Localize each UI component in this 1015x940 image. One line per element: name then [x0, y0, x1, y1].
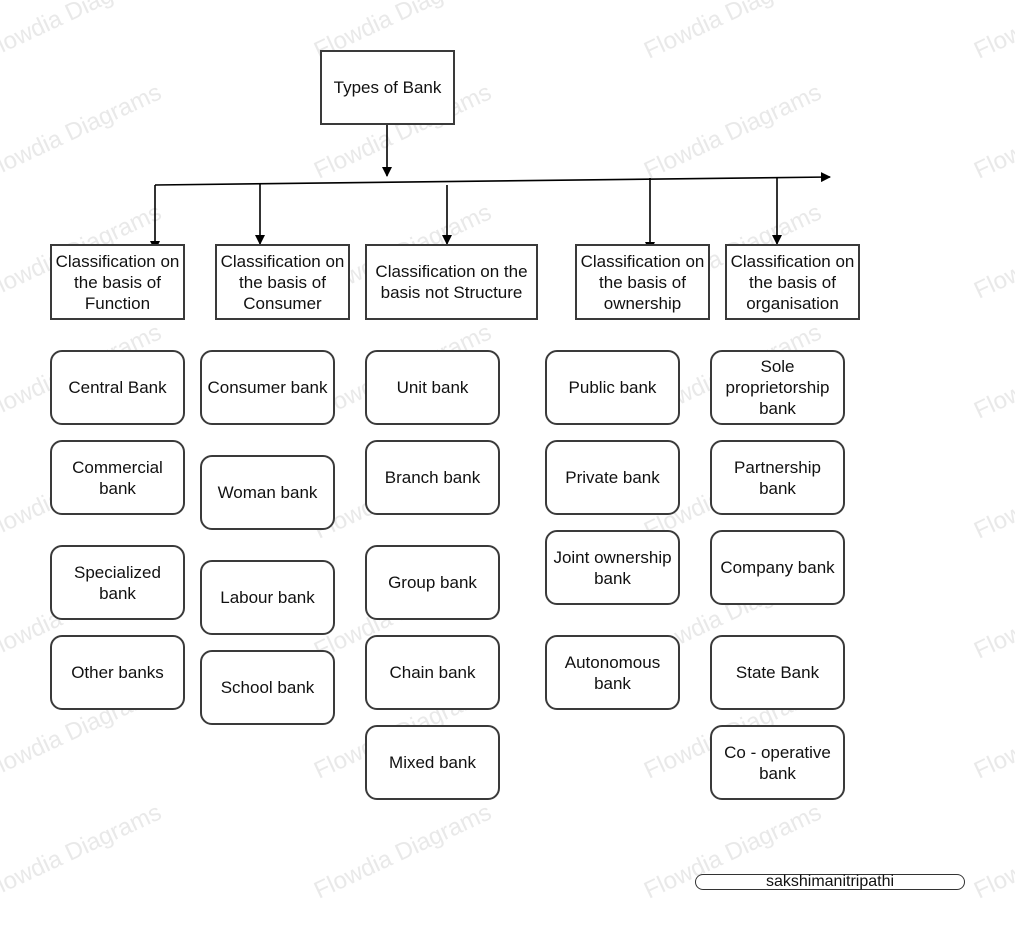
- leaf-unit-bank: Unit bank: [365, 350, 500, 425]
- leaf-joint-ownership-bank: Joint ownership bank: [545, 530, 680, 605]
- category-organisation: Classification on the basis of organisat…: [725, 244, 860, 320]
- leaf-labour-bank: Labour bank: [200, 560, 335, 635]
- leaf-specialized-bank: Specialized bank: [50, 545, 185, 620]
- leaf-mixed-bank: Mixed bank: [365, 725, 500, 800]
- leaf-partnership-bank: Partnership bank: [710, 440, 845, 515]
- category-consumer: Classification on the basis of Consumer: [215, 244, 350, 320]
- leaf-sole-proprietorship-bank: Sole proprietorship bank: [710, 350, 845, 425]
- leaf-school-bank: School bank: [200, 650, 335, 725]
- leaf-consumer-bank: Consumer bank: [200, 350, 335, 425]
- leaf-central-bank: Central Bank: [50, 350, 185, 425]
- leaf-company-bank: Company bank: [710, 530, 845, 605]
- root-node: Types of Bank: [320, 50, 455, 125]
- author-signature: sakshimanitripathi: [695, 874, 965, 890]
- distribution-line: [154, 172, 831, 186]
- category-function: Classification on the basis of Function: [50, 244, 185, 320]
- leaf-state-bank: State Bank: [710, 635, 845, 710]
- category-ownership: Classification on the basis of ownership: [575, 244, 710, 320]
- leaf-woman-bank: Woman bank: [200, 455, 335, 530]
- leaf-chain-bank: Chain bank: [365, 635, 500, 710]
- leaf-public-bank: Public bank: [545, 350, 680, 425]
- leaf-other-banks: Other banks: [50, 635, 185, 710]
- leaf-co-operative-bank: Co - operative bank: [710, 725, 845, 800]
- leaf-branch-bank: Branch bank: [365, 440, 500, 515]
- leaf-group-bank: Group bank: [365, 545, 500, 620]
- leaf-private-bank: Private bank: [545, 440, 680, 515]
- leaf-commercial-bank: Commercial bank: [50, 440, 185, 515]
- category-structure: Classification on the basis not Structur…: [365, 244, 538, 320]
- leaf-autonomous-bank: Autonomous bank: [545, 635, 680, 710]
